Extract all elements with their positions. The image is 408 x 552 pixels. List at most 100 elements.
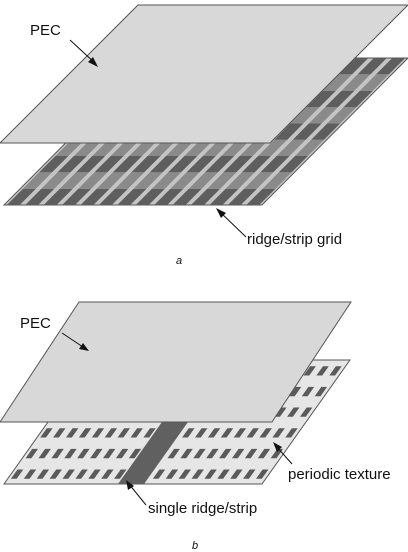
grid-strip-segment: [59, 172, 89, 189]
caption-b: b: [192, 540, 198, 552]
texture-cell: [303, 366, 316, 376]
pec-label-b: PEC: [20, 315, 51, 332]
grid-strip-segment: [73, 139, 103, 156]
grid-strip-segment: [133, 172, 163, 189]
texture-cell: [75, 469, 88, 479]
texture-cell: [53, 428, 66, 438]
grid-label: ridge/strip grid: [247, 231, 342, 248]
texture-cell: [232, 448, 245, 459]
texture-cell: [152, 469, 166, 479]
grid-strip-segment: [274, 123, 304, 140]
grid-strip-segment: [227, 188, 257, 205]
grid-strip-segment: [278, 156, 308, 173]
grid-strip-segment: [55, 139, 85, 156]
texture-cell: [10, 469, 24, 479]
panel-a: PEC ridge/strip grid a: [0, 4, 408, 267]
pec-label-a: PEC: [30, 22, 61, 39]
texture-cell: [101, 469, 114, 479]
texture-cell: [182, 428, 195, 438]
ridge-leader: [128, 483, 147, 506]
grid-strip-segment: [41, 172, 71, 189]
texture-cell: [257, 448, 271, 459]
grid-strip-segment: [292, 123, 322, 140]
grid-strip-segment: [343, 90, 373, 107]
texture-cell: [103, 448, 116, 459]
grid-strip-segment: [309, 107, 339, 124]
texture-cell: [178, 469, 191, 479]
pec-plate-a: [0, 4, 408, 144]
texture-cell: [51, 448, 64, 459]
grid-strip-segment: [152, 172, 182, 189]
texture-cell: [316, 366, 329, 376]
texture-cell: [207, 428, 221, 438]
texture-cell: [128, 448, 142, 459]
texture-cell: [130, 428, 143, 438]
grid-strip-segment: [188, 172, 218, 189]
texture-cell: [244, 448, 258, 459]
grid-strip-segment: [202, 139, 232, 156]
texture-cell: [314, 386, 328, 397]
grid-strip-segment: [166, 139, 196, 156]
grid-strip-segment: [225, 172, 255, 189]
grid-strip-segment: [241, 156, 271, 173]
grid-strip-segment: [209, 188, 239, 205]
grid-strip-segment: [290, 107, 320, 124]
ridge-arrowhead: [126, 480, 134, 490]
texture-cell: [301, 386, 315, 397]
texture-cell: [62, 469, 75, 479]
grid-strip-segment: [207, 172, 237, 189]
texture-cell: [143, 428, 156, 438]
grid-strip-segment: [327, 107, 357, 124]
grid-strip-segment: [376, 58, 406, 75]
grid-strip-segment: [325, 90, 355, 107]
texture-cell: [91, 428, 105, 438]
texture-cell: [300, 407, 313, 417]
grid-strip-segment: [135, 188, 165, 205]
texture-arrowhead: [273, 442, 282, 452]
texture-cell: [217, 469, 230, 479]
pec-arrowhead-b: [79, 343, 89, 351]
texture-cell: [88, 469, 101, 479]
single-ridge-strip: [118, 422, 188, 484]
panel-b: PEC periodic texture single ridge/strip …: [0, 301, 391, 552]
pec-plate-b: [0, 301, 352, 423]
texture-cell: [104, 428, 118, 438]
caption-a: a: [176, 255, 182, 267]
grid-strip-segment: [323, 74, 353, 91]
grid-strip-segment: [131, 156, 161, 173]
grid-strip-segment: [62, 188, 92, 205]
grid-strip-segment: [258, 139, 288, 156]
texture-cell: [64, 448, 77, 459]
texture-cell: [40, 428, 53, 438]
grid-strip-segment: [244, 172, 274, 189]
grid-strip-segment: [184, 139, 214, 156]
grid-strip-segment: [6, 188, 36, 205]
texture-cell: [117, 428, 130, 438]
grid-strip-segment: [186, 156, 216, 173]
texture-cell: [23, 469, 37, 479]
grid-strip-segment: [170, 172, 200, 189]
grid-strip-segment: [223, 156, 253, 173]
grid-strip-segment: [76, 156, 106, 173]
ridge-label: single ridge/strip: [148, 500, 257, 517]
grid-strip-segment: [147, 139, 177, 156]
grid-strip-segment: [115, 172, 145, 189]
texture-cell: [233, 428, 247, 438]
texture-cell: [36, 469, 50, 479]
grid-strip-segment: [43, 188, 73, 205]
grid-strip-segment: [129, 139, 159, 156]
grid-strip-segment: [339, 58, 369, 75]
grid-strip-segment: [25, 188, 55, 205]
texture-cell: [114, 469, 127, 479]
grid-strip-segment: [276, 139, 306, 156]
grid-strip-segment: [262, 172, 292, 189]
texture-cell: [66, 428, 79, 438]
texture-label: periodic texture: [288, 466, 391, 483]
grid-strip-segment: [172, 188, 202, 205]
texture-cell: [243, 469, 256, 479]
texture-cell: [246, 428, 259, 438]
texture-cell: [220, 428, 234, 438]
grid-strip-segment: [205, 156, 235, 173]
grid-strip-segment: [117, 188, 147, 205]
